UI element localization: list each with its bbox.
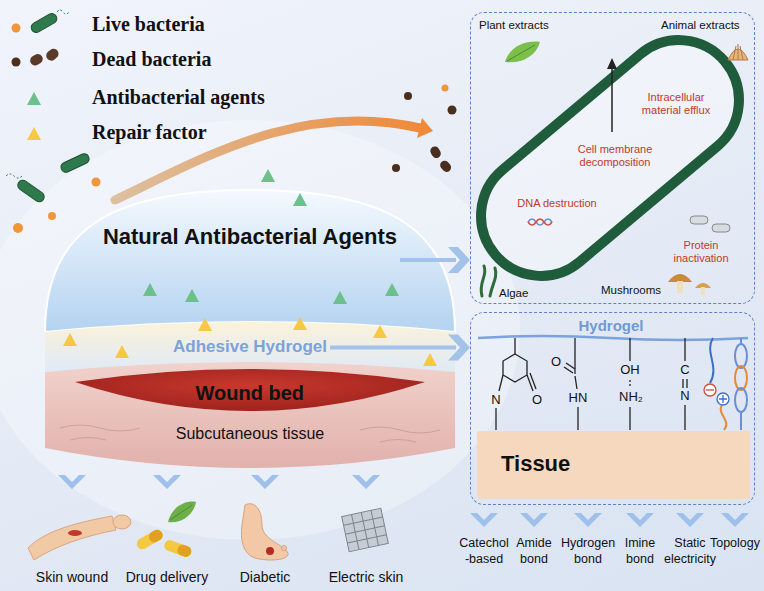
node-text: DNA destruction (512, 197, 602, 210)
arrow-head (448, 247, 470, 273)
application-label: Diabetic (240, 569, 291, 586)
adhesion-panel: HydrogelTissue (470, 312, 755, 505)
atom-label: N (680, 388, 689, 404)
application-label: Drug delivery (126, 569, 208, 586)
legend-label: Dead bacteria (92, 47, 211, 71)
hydrogel-layer: Adhesive Hydrogel (170, 334, 330, 361)
node-text: Tissue (501, 451, 570, 477)
node-text: Cell membrane decomposition (572, 143, 658, 169)
bond-label: Hydrogen bond (558, 536, 618, 567)
arrow-head (448, 335, 470, 361)
node-text: Animal extracts (661, 19, 740, 33)
skin-layer: Subcutaneous tissue Wound bed (140, 370, 360, 446)
connector-line (330, 346, 456, 350)
atom-label: OH (620, 362, 640, 378)
node-text: Hydrogel (578, 317, 643, 335)
bond-label: Topology (707, 536, 763, 552)
agent-layer: Natural Antibacterial Agents (100, 214, 400, 306)
mechanism-panel: Plant extracts Animal extractsDNA destruc… (470, 12, 755, 304)
application-label: Skin wound (36, 569, 108, 586)
connector-line (400, 258, 456, 262)
node-text: Adhesive Hydrogel (173, 337, 327, 357)
bond-label: Catechol -based (456, 536, 512, 567)
node-text: Plant extracts (479, 19, 549, 33)
legend-label: Antibacterial agents (92, 85, 265, 109)
bond-label: Imine bond (615, 536, 665, 567)
atom-label: N (491, 392, 500, 408)
node-text: Intracellular material efflux (632, 91, 720, 117)
atom-label: HN (569, 390, 588, 406)
node-text: Protein inactivation (663, 239, 739, 265)
connector-arrow (400, 247, 470, 273)
node-text: Natural Antibacterial Agents (100, 214, 400, 260)
atom-label: O (532, 392, 542, 408)
legend-label: Live bacteria (92, 12, 205, 36)
legend-label: Repair factor (92, 120, 207, 144)
atom-label: O (551, 354, 561, 370)
wound-bed: Wound bed (193, 378, 308, 408)
connector-arrow (330, 335, 470, 361)
atom-label: C (680, 362, 689, 378)
node-text: Mushrooms (601, 284, 661, 298)
node-text: Subcutaneous tissue (140, 424, 360, 443)
bond-label: Amide bond (509, 536, 559, 567)
application-label: Electric skin (329, 569, 404, 586)
atom-label: NH₂ (619, 389, 643, 405)
node-text: Wound bed (196, 381, 305, 405)
tissue-block: Tissue (477, 431, 750, 499)
node-text: Algae (499, 287, 528, 301)
